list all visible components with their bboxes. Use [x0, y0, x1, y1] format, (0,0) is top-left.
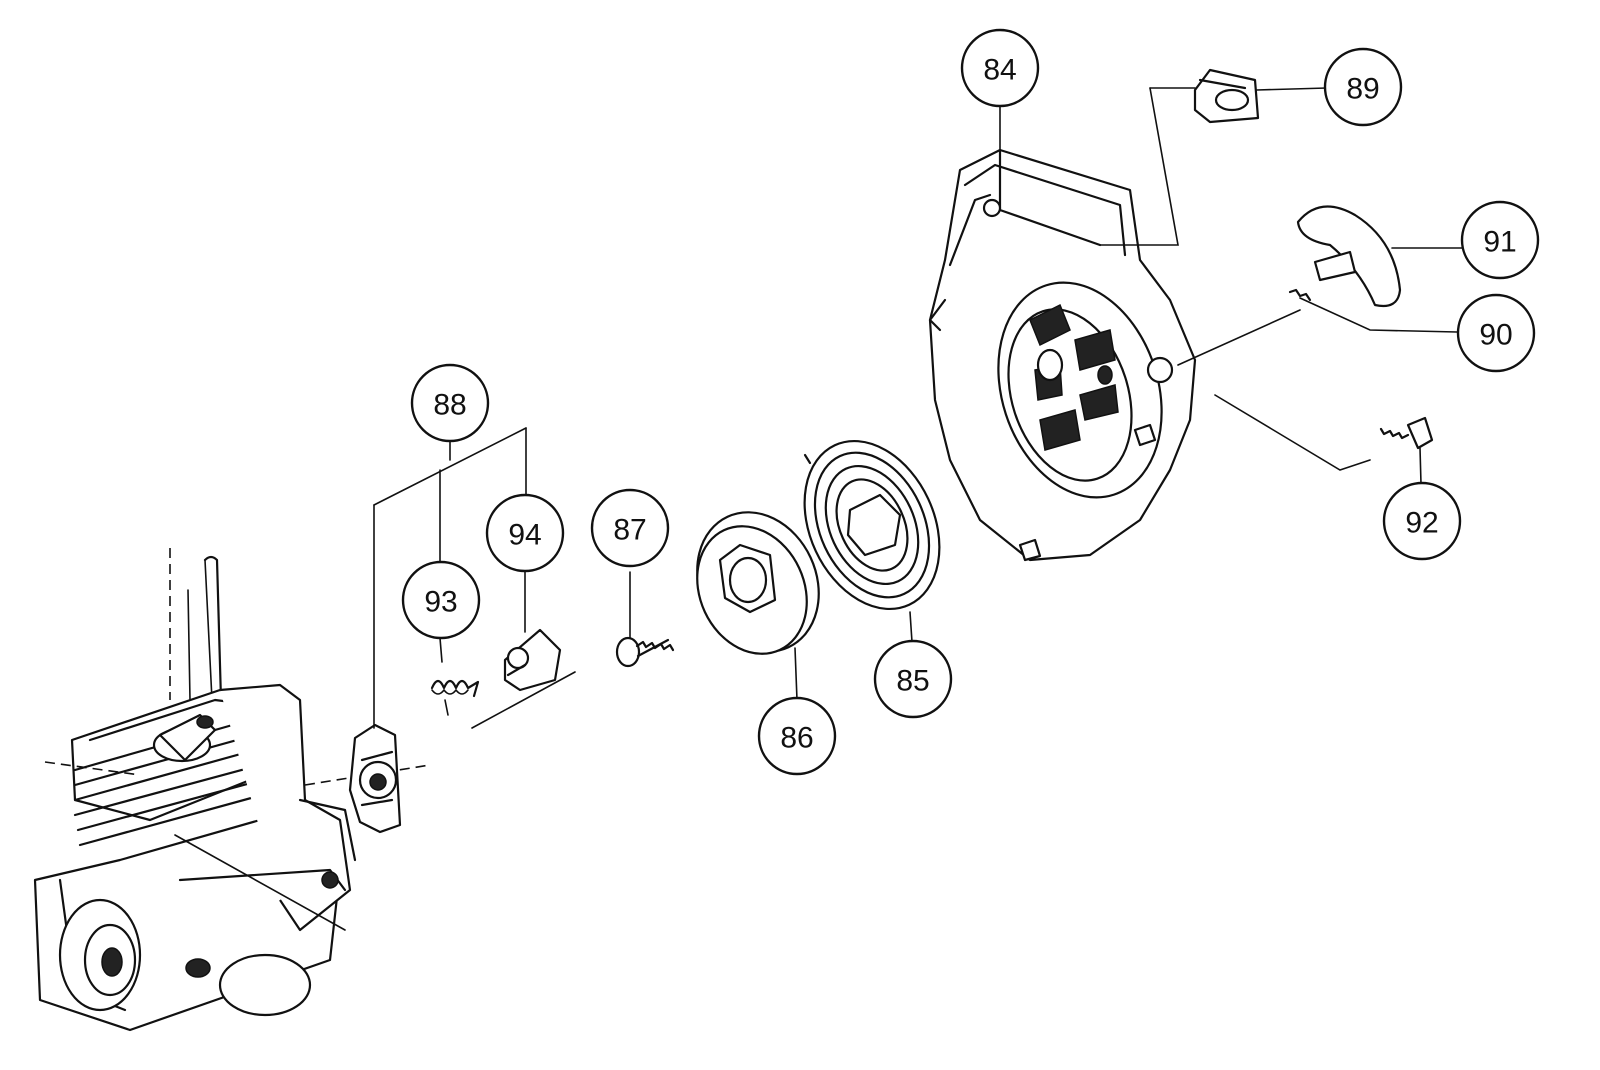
callout-88-label: 88 [433, 389, 466, 422]
callout-93-label: 93 [424, 586, 457, 619]
callout-87-label: 87 [613, 514, 646, 547]
callout-90: 90 [1456, 293, 1536, 373]
bushing-part [1099, 68, 1260, 246]
callout-84-label: 84 [983, 54, 1016, 87]
callout-92-label: 92 [1405, 507, 1438, 540]
starter-housing-part [928, 148, 1197, 562]
callout-90-label: 90 [1479, 319, 1512, 352]
pulley-part [696, 511, 820, 655]
callout-94-label: 94 [508, 519, 541, 552]
callout-93: 93 [401, 560, 481, 640]
callout-91: 91 [1460, 200, 1540, 280]
callout-92: 92 [1382, 481, 1462, 561]
callout-88: 88 [410, 363, 490, 443]
callout-86-label: 86 [780, 722, 813, 755]
pawl-part [471, 628, 576, 729]
callout-89-label: 89 [1346, 73, 1379, 106]
bolt-part-92 [1214, 394, 1434, 471]
recoil-spring-part [803, 439, 941, 611]
callout-84: 84 [960, 28, 1040, 108]
pawl-plate-part [348, 723, 402, 834]
starter-handle-part [1296, 205, 1402, 308]
callout-89: 89 [1323, 47, 1403, 127]
leader-lines [373, 87, 1463, 729]
screw-part-87 [615, 636, 675, 668]
spark-plug [152, 713, 217, 763]
starter-rope-part [1177, 288, 1312, 366]
callout-85-label: 85 [896, 665, 929, 698]
callout-91-label: 91 [1483, 226, 1516, 259]
callout-94: 94 [485, 493, 565, 573]
callout-86: 86 [757, 696, 837, 776]
callout-87: 87 [590, 488, 670, 568]
callout-85: 85 [873, 639, 953, 719]
spring-part [430, 679, 480, 716]
engine-block [33, 548, 431, 1032]
